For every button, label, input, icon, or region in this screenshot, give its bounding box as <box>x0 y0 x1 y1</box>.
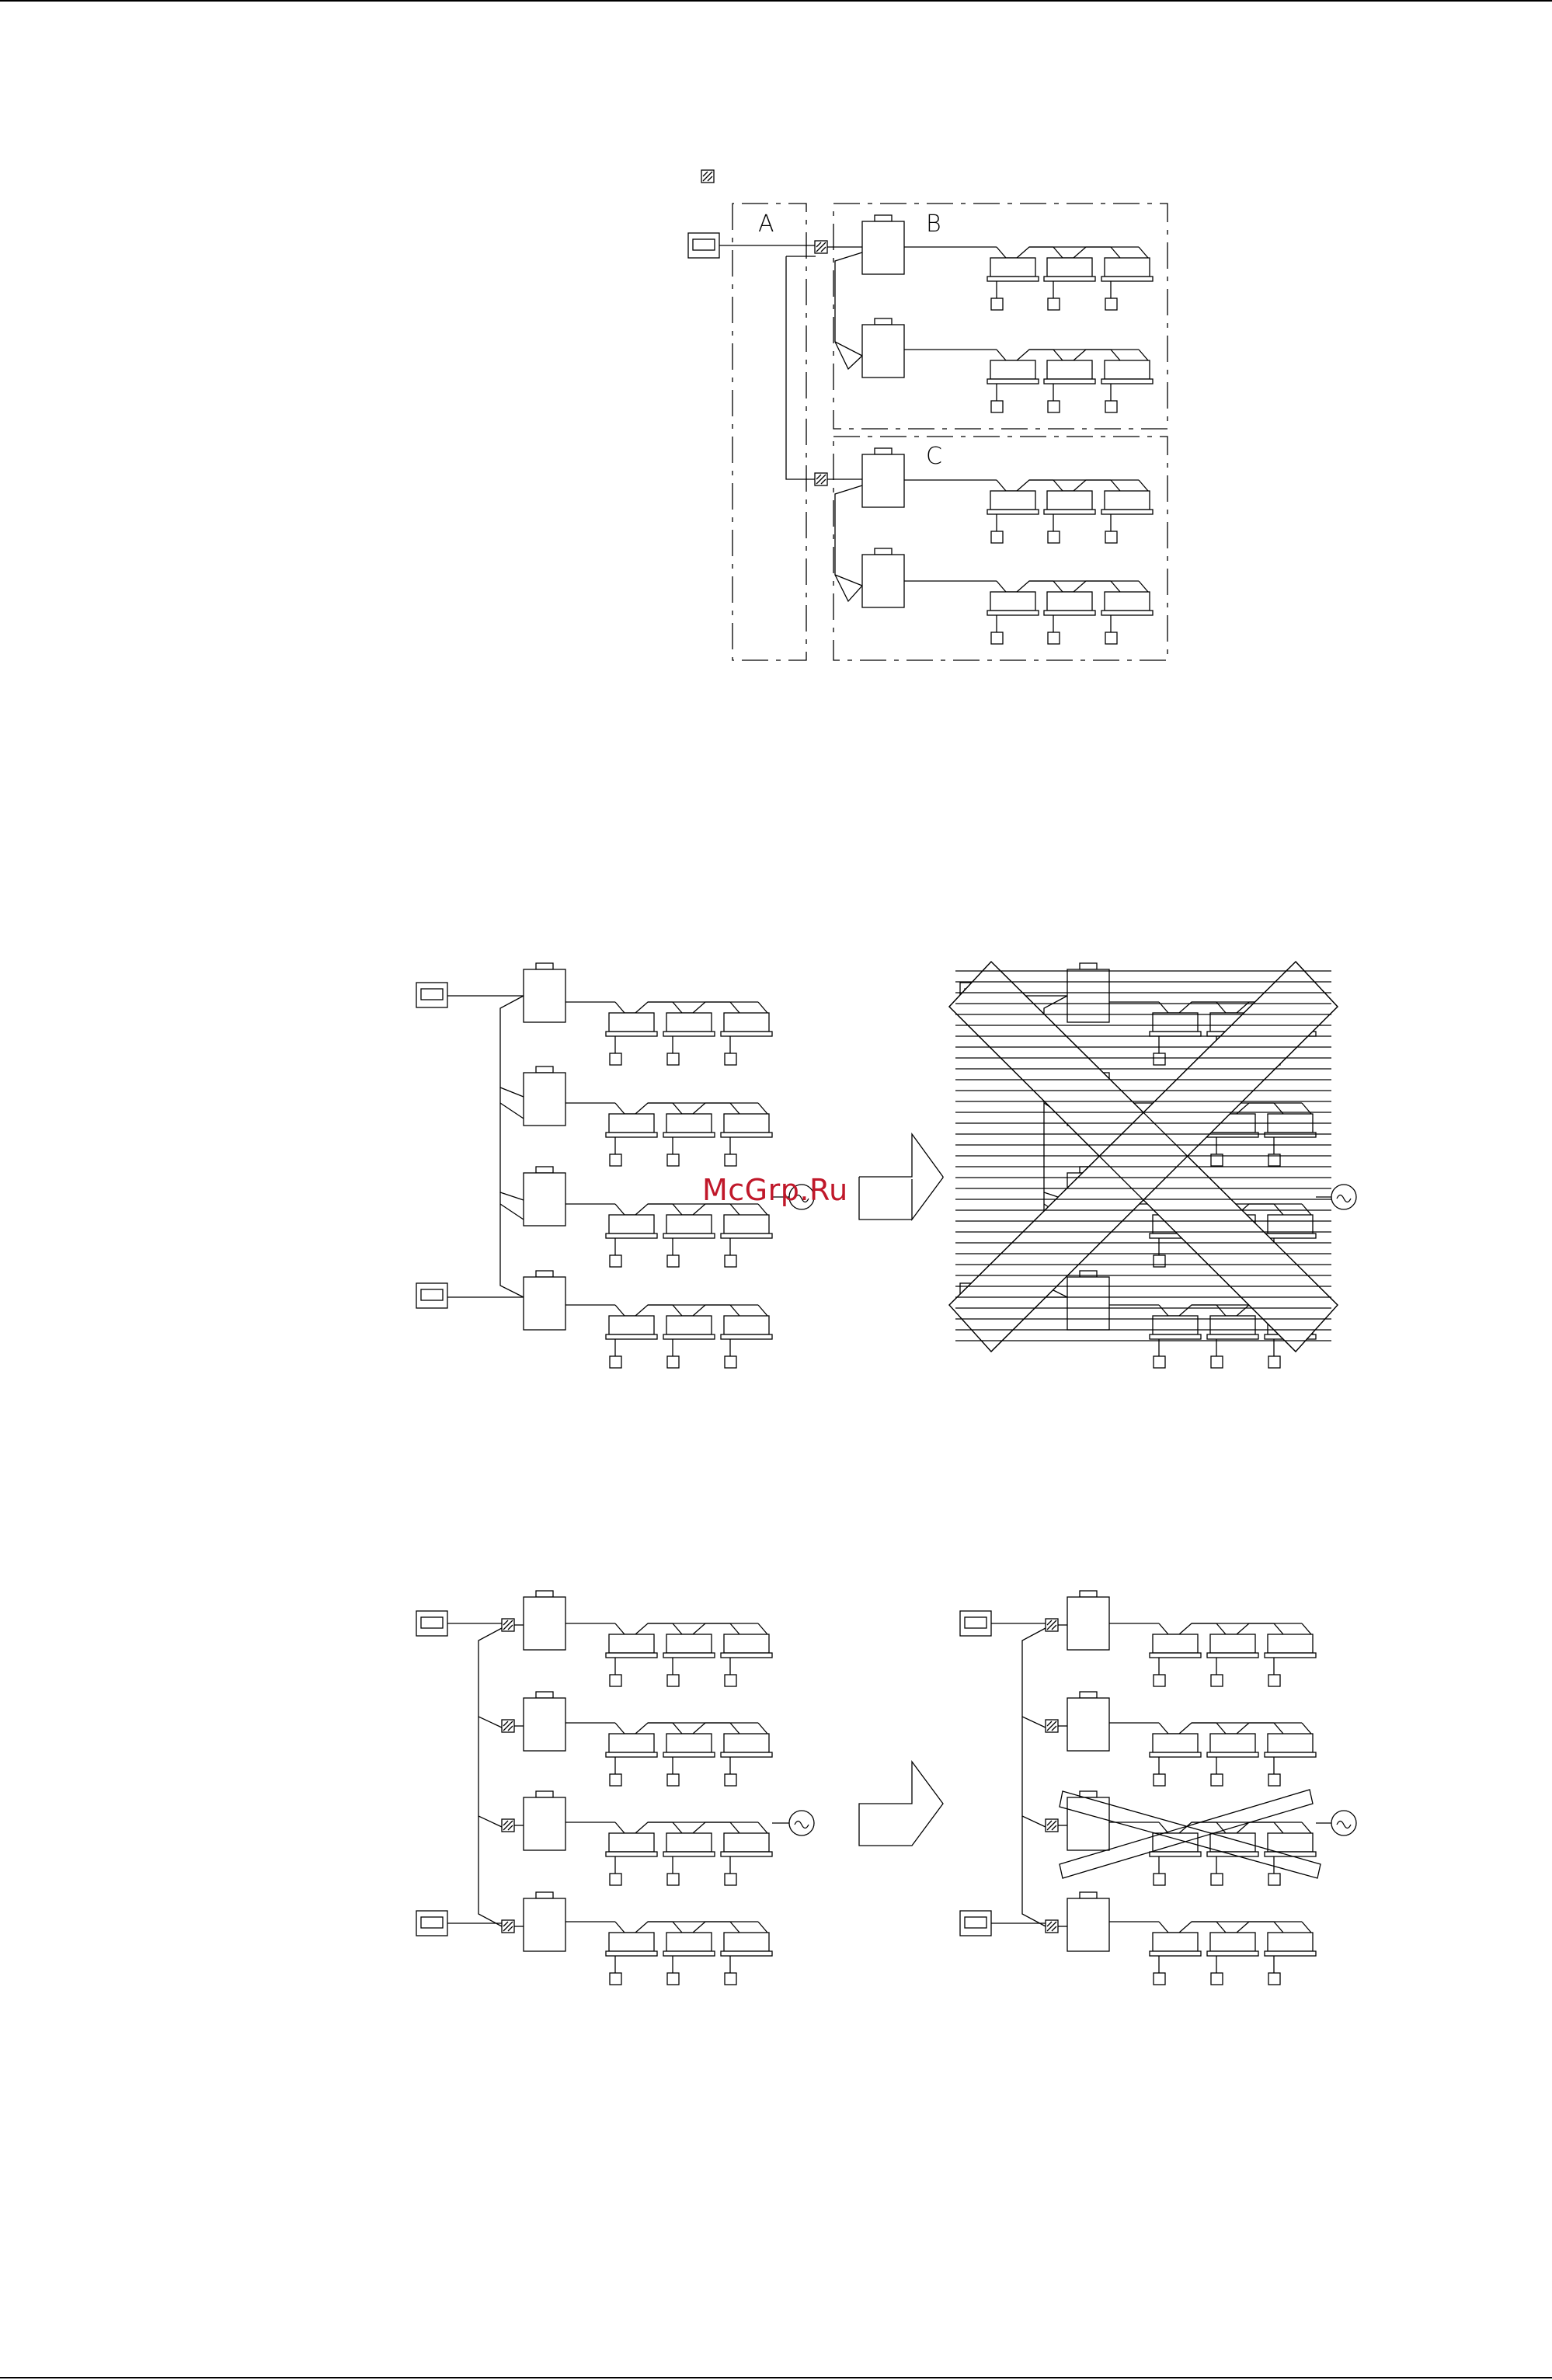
indoor-unit <box>1150 1634 1201 1686</box>
indoor-unit <box>1265 1734 1316 1786</box>
indoor-unit <box>663 1634 715 1686</box>
indoor-unit <box>721 1634 772 1686</box>
indoor-unit <box>606 1833 657 1885</box>
indoor-unit <box>1150 1933 1201 1985</box>
indoor-unit-row <box>565 1922 772 1985</box>
outdoor-unit <box>1067 1892 1109 1951</box>
arrow-icon <box>859 1762 943 1846</box>
indoor-unit <box>1265 1833 1316 1885</box>
remote-controller <box>416 1611 447 1636</box>
power-source-icon <box>1331 1811 1356 1835</box>
adapter-wiring-diagram <box>0 0 1552 2097</box>
indoor-unit <box>1150 1833 1201 1885</box>
indoor-unit-row <box>1109 1723 1316 1786</box>
outdoor-unit <box>524 1791 565 1850</box>
adapter-icon <box>1046 1619 1058 1631</box>
indoor-unit <box>1207 1734 1258 1786</box>
indoor-unit <box>663 1734 715 1786</box>
watermark: McGrp.Ru <box>702 1173 848 1207</box>
remote-controller <box>960 1911 991 1936</box>
power-source-icon <box>789 1811 814 1835</box>
outdoor-unit <box>524 1892 565 1951</box>
indoor-unit-row <box>565 1623 772 1686</box>
indoor-unit <box>606 1734 657 1786</box>
outdoor-unit <box>524 1591 565 1650</box>
indoor-unit <box>1265 1933 1316 1985</box>
system-partly-crossed <box>960 1591 1316 1985</box>
indoor-unit <box>721 1933 772 1985</box>
outdoor-unit <box>1067 1791 1109 1850</box>
indoor-unit <box>1207 1933 1258 1985</box>
remote-controller <box>416 1911 447 1936</box>
adapter-icon <box>502 1920 514 1933</box>
adapter-icon <box>502 1619 514 1631</box>
adapter-icon <box>1046 1920 1058 1933</box>
indoor-unit <box>606 1634 657 1686</box>
adapter-icon <box>1046 1819 1058 1832</box>
bottom-rule <box>0 2377 1552 2378</box>
adapter-icon <box>1046 1720 1058 1732</box>
indoor-unit <box>1265 1634 1316 1686</box>
remote-controller <box>960 1611 991 1636</box>
indoor-unit <box>663 1933 715 1985</box>
indoor-unit-row <box>1109 1623 1316 1686</box>
outdoor-unit <box>1067 1692 1109 1751</box>
system-with-adapters <box>416 1591 772 1985</box>
outdoor-unit <box>524 1692 565 1751</box>
indoor-unit <box>721 1833 772 1885</box>
indoor-unit <box>663 1833 715 1885</box>
outdoor-unit <box>1067 1591 1109 1650</box>
indoor-unit <box>606 1933 657 1985</box>
indoor-unit-row <box>565 1822 772 1885</box>
adapter-icon <box>502 1720 514 1732</box>
indoor-unit <box>721 1734 772 1786</box>
indoor-unit <box>1207 1833 1258 1885</box>
indoor-unit <box>1207 1634 1258 1686</box>
indoor-unit-row <box>565 1723 772 1786</box>
indoor-unit <box>1150 1734 1201 1786</box>
adapter-icon <box>502 1819 514 1832</box>
indoor-unit-row <box>1109 1922 1316 1985</box>
